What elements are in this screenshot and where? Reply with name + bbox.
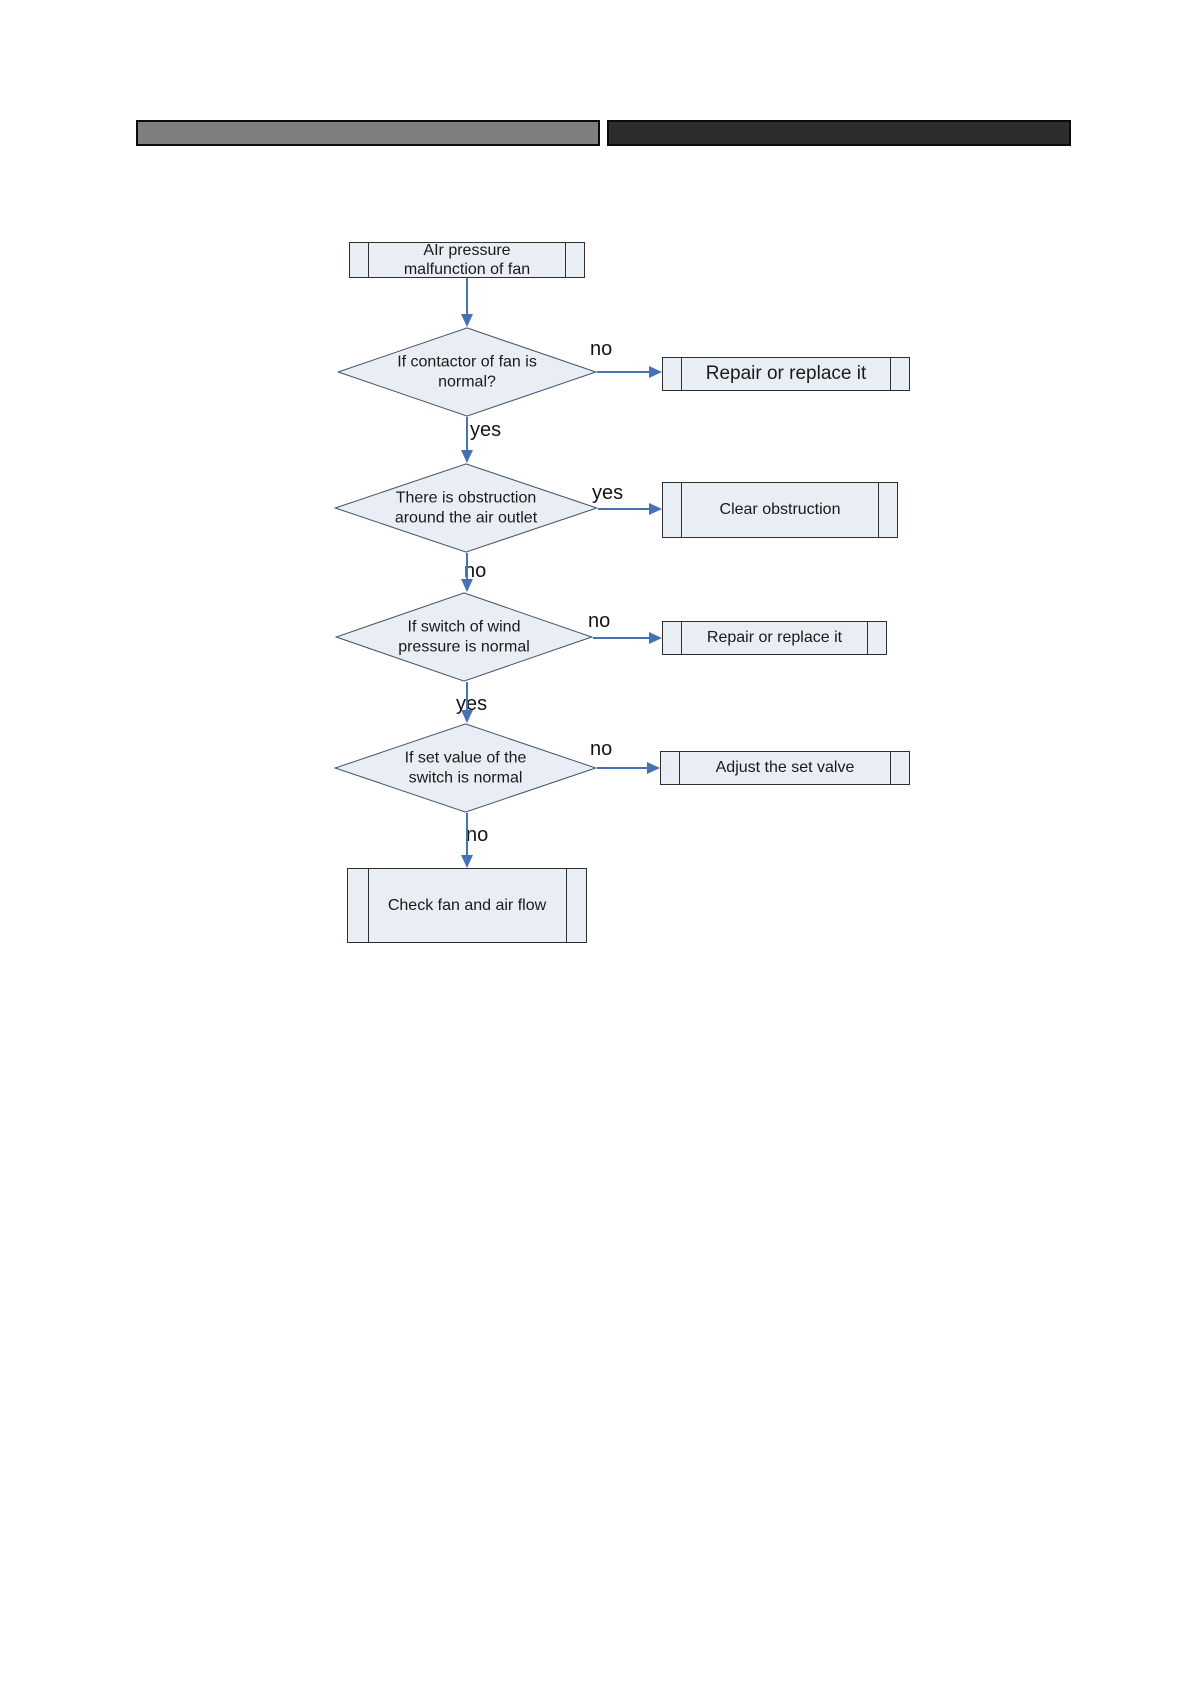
diamond-shape: [337, 327, 597, 417]
predefined-process-line-left: [679, 752, 680, 784]
edge-label-no: no: [588, 610, 611, 632]
node-decision-set-value-switch: If set value of the switch is normal: [334, 723, 597, 813]
node-repair-or-replace-contactor: Repair or replace it: [662, 357, 910, 391]
diamond-shape: [335, 592, 593, 682]
edge-label-yes: yes: [456, 693, 488, 715]
node-decision-contactor-normal: If contactor of fan is normal?: [337, 327, 597, 417]
arrow-d2-to-clear: [598, 508, 649, 510]
predefined-process-line-right: [878, 483, 879, 537]
arrowhead-right-icon: [649, 366, 662, 378]
node-label: Clear obstruction: [719, 501, 841, 519]
node-adjust-set-valve: Adjust the set valve: [660, 751, 910, 785]
arrow-d3-to-d4: [466, 682, 468, 711]
predefined-process-line-right: [890, 752, 891, 784]
arrowhead-down-icon: [461, 314, 473, 327]
node-label: Adjust the set valve: [715, 759, 855, 777]
node-label: If contactor of fan is normal?: [397, 353, 537, 390]
header-bar-right: [607, 120, 1071, 146]
arrowhead-down-icon: [461, 855, 473, 868]
node-repair-or-replace-switch: Repair or replace it: [662, 621, 887, 655]
predefined-process-line-right: [890, 358, 891, 390]
predefined-process-line-left: [681, 483, 682, 537]
edge-label-no: no: [590, 738, 613, 760]
arrow-d1-to-d2: [466, 417, 468, 451]
node-label: Repair or replace it: [706, 629, 843, 647]
arrowhead-down-icon: [461, 450, 473, 463]
node-label: If switch of wind pressure is normal: [398, 618, 530, 655]
predefined-process-line-left: [368, 869, 369, 942]
node-decision-wind-pressure-switch: If switch of wind pressure is normal: [335, 592, 593, 682]
node-air-pressure-malfunction: AIr pressure malfunction of fan: [349, 242, 585, 278]
edge-label-no: no: [466, 824, 489, 846]
node-check-fan-and-air-flow: Check fan and air flow: [347, 868, 587, 943]
arrow-d2-to-d3: [466, 553, 468, 580]
node-clear-obstruction: Clear obstruction: [662, 482, 898, 538]
node-decision-obstruction-air-outlet: There is obstruction around the air outl…: [334, 463, 598, 553]
node-label: AIr pressure malfunction of fan: [403, 241, 531, 278]
edge-label-no: no: [464, 560, 487, 582]
edge-label-yes: yes: [592, 482, 624, 504]
predefined-process-line-left: [368, 243, 369, 277]
arrowhead-down-icon: [461, 710, 473, 723]
diamond-shape: [334, 463, 598, 553]
node-label: There is obstruction around the air outl…: [394, 489, 538, 526]
predefined-process-line-left: [681, 358, 682, 390]
arrow-start-to-d1: [466, 278, 468, 315]
arrowhead-right-icon: [649, 503, 662, 515]
arrowhead-down-icon: [461, 579, 473, 592]
predefined-process-line-right: [565, 243, 566, 277]
arrow-d3-to-repair2: [593, 637, 649, 639]
predefined-process-line-right: [867, 622, 868, 654]
header-bar-left: [136, 120, 600, 146]
arrow-d4-to-check: [466, 813, 468, 856]
edge-label-yes: yes: [470, 419, 502, 441]
diamond-shape: [334, 723, 597, 813]
arrow-d1-to-repair1: [597, 371, 649, 373]
node-label: If set value of the switch is normal: [404, 749, 527, 786]
predefined-process-line-left: [681, 622, 682, 654]
node-label: Check fan and air flow: [387, 896, 547, 914]
node-label: Repair or replace it: [705, 362, 867, 384]
arrowhead-right-icon: [649, 632, 662, 644]
arrow-d4-to-adjust: [597, 767, 647, 769]
edge-label-no: no: [590, 338, 613, 360]
predefined-process-line-right: [566, 869, 567, 942]
arrowhead-right-icon: [647, 762, 660, 774]
